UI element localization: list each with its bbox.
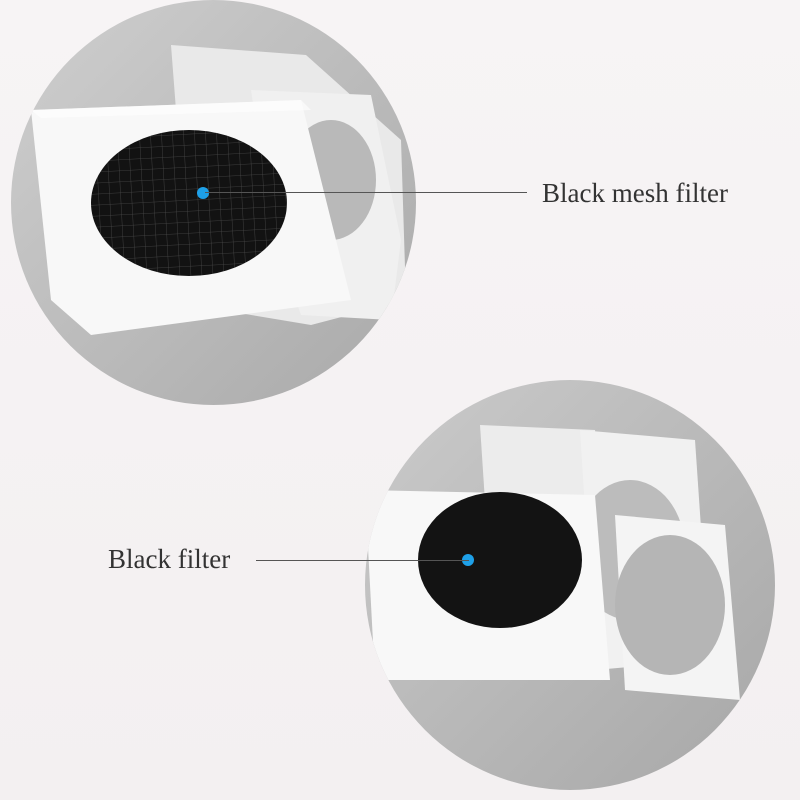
black-filter-photo — [365, 380, 775, 790]
black-filter-image — [365, 380, 775, 790]
mesh-filter-photo — [11, 0, 416, 405]
marker-dot — [197, 187, 209, 199]
bottom-callout-label: Black filter — [108, 544, 231, 574]
black-mesh-disc — [91, 130, 287, 276]
black-filter-disc — [418, 492, 582, 628]
mesh-filter-image — [11, 0, 416, 405]
top-callout-label: Black mesh filter — [542, 178, 728, 208]
bottom-callout-line — [256, 560, 469, 561]
top-callout-line — [205, 192, 527, 193]
